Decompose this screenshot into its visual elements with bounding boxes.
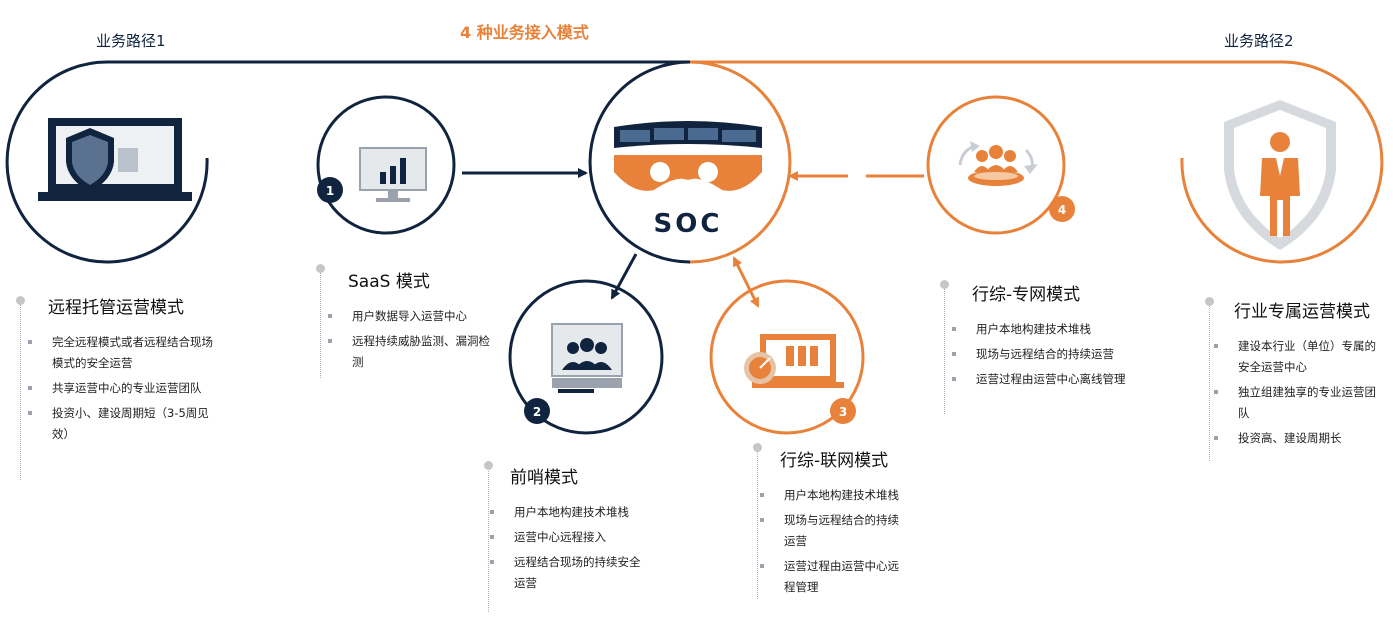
mode-outpost-item: 远程结合现场的持续安全运营 <box>490 552 650 594</box>
laptop-shield-icon <box>38 118 192 201</box>
arrow-soc-network-bidirectional <box>732 256 760 308</box>
svg-text:4: 4 <box>1058 203 1066 217</box>
mode-industry-title: 行业专属运营模式 <box>1234 302 1370 322</box>
svg-text:2: 2 <box>533 405 541 419</box>
mode-industry-item: 投资高、建设周期长 <box>1214 428 1380 449</box>
mode-network: 行综-联网模式 用户本地构建技术堆栈 现场与远程结合的持续运营 运营过程由运营中… <box>760 446 910 602</box>
soc-circle <box>588 60 792 264</box>
guide-network <box>753 443 762 599</box>
mode-network-title: 行综-联网模式 <box>780 451 889 471</box>
badge-4: 4 <box>1049 196 1075 222</box>
badge-1: 1 <box>317 177 343 203</box>
diagram-title: 4 种业务接入模式 <box>460 23 589 42</box>
monitor-chart-icon <box>359 147 427 202</box>
soc-screens-icon <box>614 121 762 191</box>
mode-network-item: 运营过程由运营中心远程管理 <box>760 556 910 598</box>
mode-saas-title: SaaS 模式 <box>348 272 430 292</box>
mode-industry: 行业专属运营模式 建设本行业（单位）专属的安全运营中心 独立组建独享的专业运营团… <box>1214 297 1380 453</box>
guide-remote <box>16 296 25 480</box>
guide-private <box>940 280 949 414</box>
guide-industry <box>1205 297 1214 461</box>
outpost-circle <box>508 279 664 435</box>
path-left-line <box>5 60 690 264</box>
mode-private: 行综-专网模式 用户本地构建技术堆栈 现场与远程结合的持续运营 运营过程由运营中… <box>952 280 1132 394</box>
mode-network-item: 用户本地构建技术堆栈 <box>760 485 910 506</box>
mode-private-item: 运营过程由运营中心离线管理 <box>952 369 1132 390</box>
guide-saas <box>316 264 325 378</box>
svg-text:3: 3 <box>839 405 847 419</box>
mode-saas-item: 远程持续威胁监测、漏洞检测 <box>328 331 498 373</box>
network-circle <box>709 279 865 435</box>
mode-industry-item: 建设本行业（单位）专属的安全运营中心 <box>1214 336 1380 378</box>
path-left-label: 业务路径1 <box>96 32 166 50</box>
mode-industry-item: 独立组建独享的专业运营团队 <box>1214 382 1380 424</box>
mode-private-item: 用户本地构建技术堆栈 <box>952 319 1132 340</box>
shield-person-icon <box>1224 100 1336 250</box>
mode-outpost: 前哨模式 用户本地构建技术堆栈 运营中心远程接入 远程结合现场的持续安全运营 <box>490 463 650 598</box>
team-meeting-icon <box>958 141 1038 186</box>
mode-private-item: 现场与远程结合的持续运营 <box>952 344 1132 365</box>
svg-text:1: 1 <box>326 184 334 198</box>
soc-label: SOC <box>654 209 723 239</box>
mode-remote-item: 共享运营中心的专业运营团队 <box>28 378 224 399</box>
path-right-line <box>690 60 1384 264</box>
mode-remote-title: 远程托管运营模式 <box>48 298 184 318</box>
mode-outpost-item: 用户本地构建技术堆栈 <box>490 502 650 523</box>
arrow-soc-to-outpost <box>610 253 638 300</box>
badge-3: 3 <box>830 398 856 424</box>
laptop-radar-icon <box>744 334 844 388</box>
mode-saas-item: 用户数据导入运营中心 <box>328 306 498 327</box>
mode-saas: SaaS 模式 用户数据导入运营中心 远程持续威胁监测、漏洞检测 <box>328 267 498 377</box>
badge-2: 2 <box>524 398 550 424</box>
mode-outpost-title: 前哨模式 <box>510 468 578 488</box>
mode-private-title: 行综-专网模式 <box>972 285 1081 305</box>
path-right-label: 业务路径2 <box>1224 32 1294 50</box>
mode-outpost-item: 运营中心远程接入 <box>490 527 650 548</box>
mode-remote-item: 完全远程模式或者远程结合现场模式的安全运营 <box>28 332 224 374</box>
private-circle <box>926 95 1066 235</box>
saas-circle <box>316 95 456 235</box>
mode-remote: 远程托管运营模式 完全远程模式或者远程结合现场模式的安全运营 共享运营中心的专业… <box>28 293 224 449</box>
guide-outpost <box>484 461 493 612</box>
monitor-team-icon <box>551 323 623 393</box>
mode-network-item: 现场与远程结合的持续运营 <box>760 510 910 552</box>
mode-remote-item: 投资小、建设周期短（3-5周见效） <box>28 403 224 445</box>
